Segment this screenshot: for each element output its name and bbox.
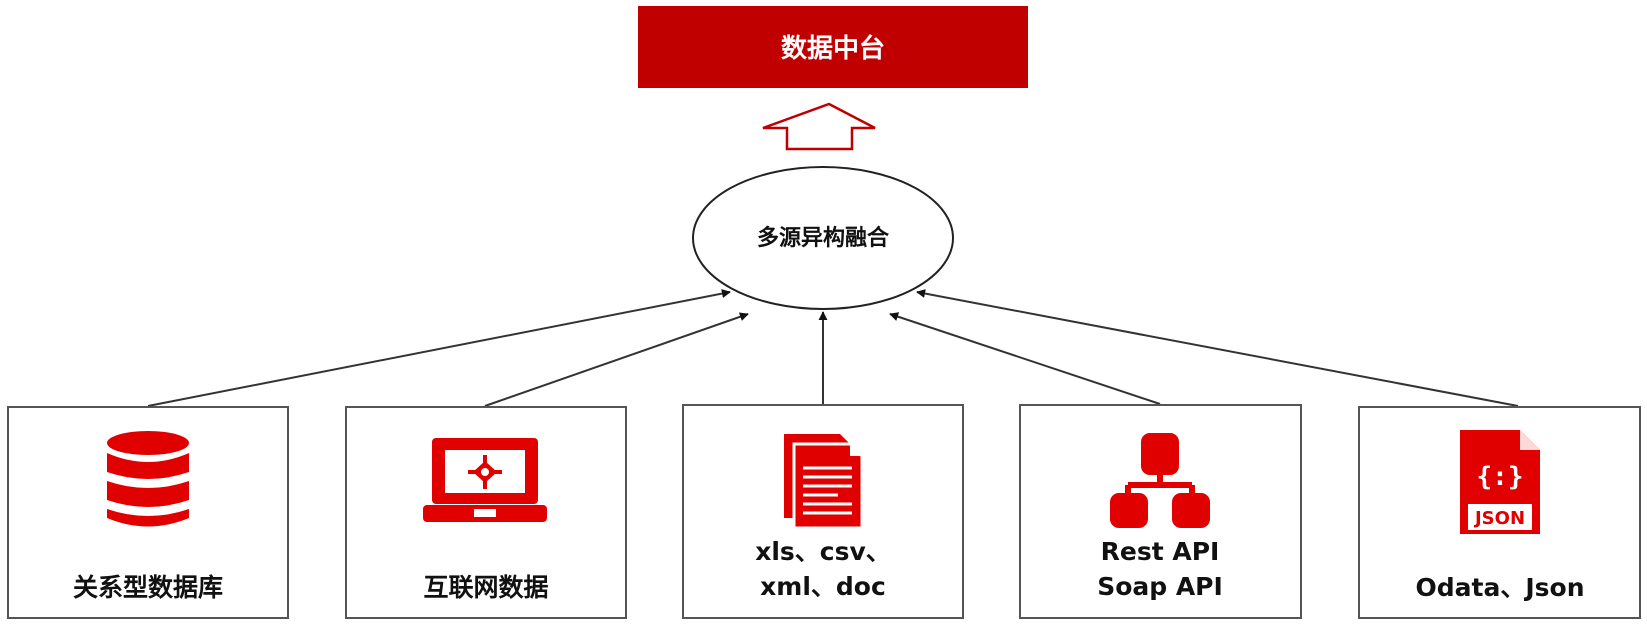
connectors (147, 289, 1519, 407)
svg-text:{:}: {:} (1477, 462, 1524, 492)
data-platform-title: 数据中台 (781, 33, 885, 64)
source-label-internet: 互联网数据 (423, 573, 548, 602)
source-label-files-line2: xml、doc (760, 572, 886, 601)
connector-api (889, 312, 1161, 405)
source-label-database: 关系型数据库 (73, 573, 223, 602)
source-boxes (7, 404, 1641, 619)
source-label-api-line1: Rest API (1101, 537, 1220, 566)
database-icon (107, 431, 189, 527)
laptop-icon (423, 438, 547, 522)
connector-database (147, 289, 731, 407)
source-label-api-line2: Soap API (1097, 572, 1223, 601)
hub-label: 多源异构融合 (757, 225, 890, 251)
documents-icon (784, 434, 864, 530)
source-label-files-line1: xls、csv、 (755, 537, 891, 566)
connector-json (916, 289, 1519, 407)
connector-internet (484, 312, 749, 407)
hub-ellipse (692, 166, 954, 310)
up-arrow-icon (762, 102, 876, 151)
network-hierarchy-icon (1110, 433, 1210, 528)
source-label-json: Odata、Json (1416, 573, 1585, 602)
data-platform-box (638, 6, 1028, 88)
svg-text:JSON: JSON (1473, 508, 1525, 529)
json-file-icon: {:} JSON (1460, 430, 1540, 534)
